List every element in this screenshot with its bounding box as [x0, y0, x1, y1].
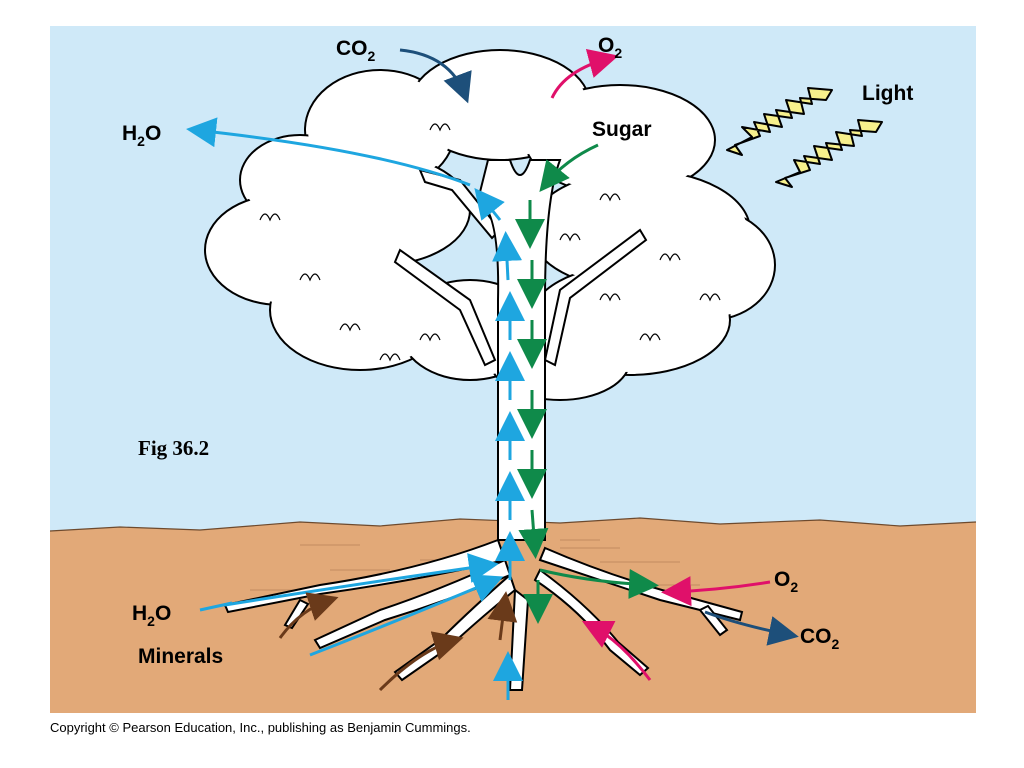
xylem-water-arrows [186, 117, 525, 700]
co2-release-arrow [704, 610, 799, 646]
sugar-arrow [518, 509, 549, 559]
mineral-arrow [487, 591, 518, 641]
h2o-bottom-label: H2O [132, 602, 171, 629]
mineral-arrow [378, 631, 464, 692]
co2-top-label: CO2 [336, 37, 376, 64]
oxygen-arrows [550, 48, 771, 681]
mineral-arrow [278, 592, 339, 639]
light-label: Light [862, 82, 913, 105]
water-label-arrow [199, 601, 233, 612]
phloem-sugar-arrows [515, 143, 659, 624]
co2-bottom-label: CO2 [800, 625, 840, 652]
co2-arrows [399, 48, 799, 646]
co2-uptake-arrow [399, 48, 472, 104]
root-water-arrow [224, 553, 499, 607]
root-water-arrow [309, 574, 504, 657]
figure-caption: Fig 36.2 [138, 436, 209, 460]
o2-top-label: O2 [598, 34, 622, 61]
foliage-strokes [259, 123, 721, 362]
water-arrow [492, 231, 523, 281]
minerals-label: Minerals [138, 645, 223, 668]
copyright-notice: Copyright © Pearson Education, Inc., pub… [50, 720, 471, 735]
o2-uptake-arrow [661, 576, 771, 607]
o2-root-arrow [581, 620, 652, 681]
sugar-label: Sugar [592, 118, 652, 141]
mineral-arrows [278, 591, 518, 692]
light-bolt-icon [726, 87, 883, 188]
transpiration-arrow [186, 117, 471, 187]
h2o-top-label: H2O [122, 122, 161, 149]
o2-bottom-label: O2 [774, 568, 798, 595]
water-arrow [474, 187, 505, 221]
o2-release-arrow [550, 48, 619, 99]
tree-branches [393, 168, 648, 367]
sugar-root-arrow [539, 568, 659, 599]
sugar-arrow [539, 143, 599, 193]
